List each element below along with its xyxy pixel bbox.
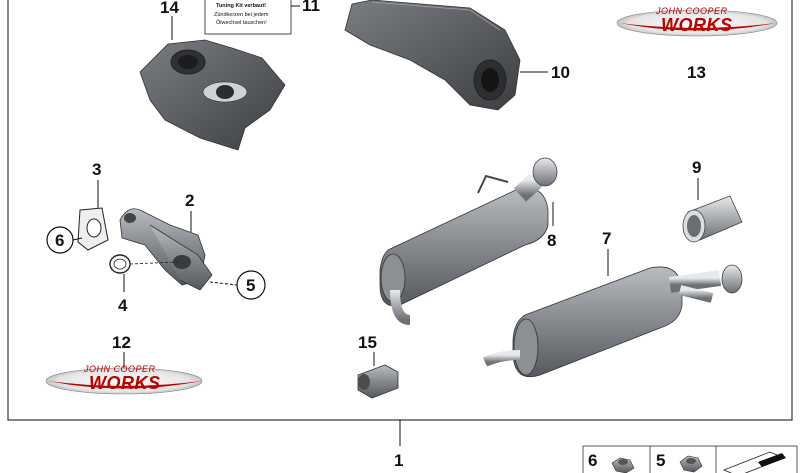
tag-line-3: Ölwechsel tauschen! bbox=[216, 19, 267, 26]
legend-box: 6 5 bbox=[582, 445, 798, 473]
badge-12-main: WORKS bbox=[89, 373, 161, 393]
callout-2: 2 bbox=[185, 191, 194, 210]
tag-line-2: Zündkerzen bei jedem bbox=[214, 12, 269, 18]
engine-cover-part bbox=[139, 39, 286, 151]
callout-9: 9 bbox=[692, 158, 701, 177]
nut-icon-5 bbox=[679, 455, 703, 473]
exhaust-manifold-part bbox=[119, 208, 213, 291]
callout-8: 8 bbox=[547, 231, 556, 250]
diagram-frame bbox=[7, 0, 793, 421]
callout-15: 15 bbox=[358, 333, 377, 352]
muffler-8-part bbox=[379, 157, 558, 325]
callout-10: 10 bbox=[551, 63, 570, 82]
leader-6 bbox=[72, 237, 83, 241]
muffler-7-part bbox=[482, 264, 743, 378]
callout-13: 13 bbox=[687, 63, 706, 82]
callout-4: 4 bbox=[118, 296, 128, 315]
callout-6: 6 bbox=[55, 231, 64, 250]
callout-12: 12 bbox=[112, 333, 131, 352]
badge-12-top: JOHN COOPER bbox=[83, 364, 156, 374]
callout-11: 11 bbox=[302, 0, 320, 15]
callout-1: 1 bbox=[394, 451, 403, 470]
tuning-kit-tag: Tuning Kit verbaut! Zündkerzen bei jedem… bbox=[204, 0, 292, 35]
callout-3: 3 bbox=[92, 160, 101, 179]
callout-7: 7 bbox=[602, 229, 611, 248]
jcw-badge-13: JOHN COOPER WORKS bbox=[616, 6, 778, 37]
tag-line-1: Tuning Kit verbaut! bbox=[216, 3, 266, 9]
air-intake-part bbox=[344, 0, 521, 111]
jcw-badge-12: JOHN COOPER WORKS bbox=[45, 364, 203, 395]
tailpipe-tip-part bbox=[682, 195, 743, 243]
pad-icon bbox=[722, 451, 786, 473]
clamp-part bbox=[357, 364, 399, 399]
legend-item-6: 6 bbox=[588, 451, 597, 470]
badge-13-top: JOHN COOPER bbox=[655, 6, 728, 16]
callout-5: 5 bbox=[246, 276, 255, 295]
nut-icon-6 bbox=[611, 457, 635, 473]
callout-14: 14 bbox=[160, 0, 179, 17]
leader-5 bbox=[209, 281, 238, 286]
legend-item-5: 5 bbox=[656, 451, 665, 470]
gasket-part bbox=[77, 207, 109, 251]
ring-gasket-part bbox=[109, 254, 179, 274]
badge-13-main: WORKS bbox=[661, 15, 733, 35]
